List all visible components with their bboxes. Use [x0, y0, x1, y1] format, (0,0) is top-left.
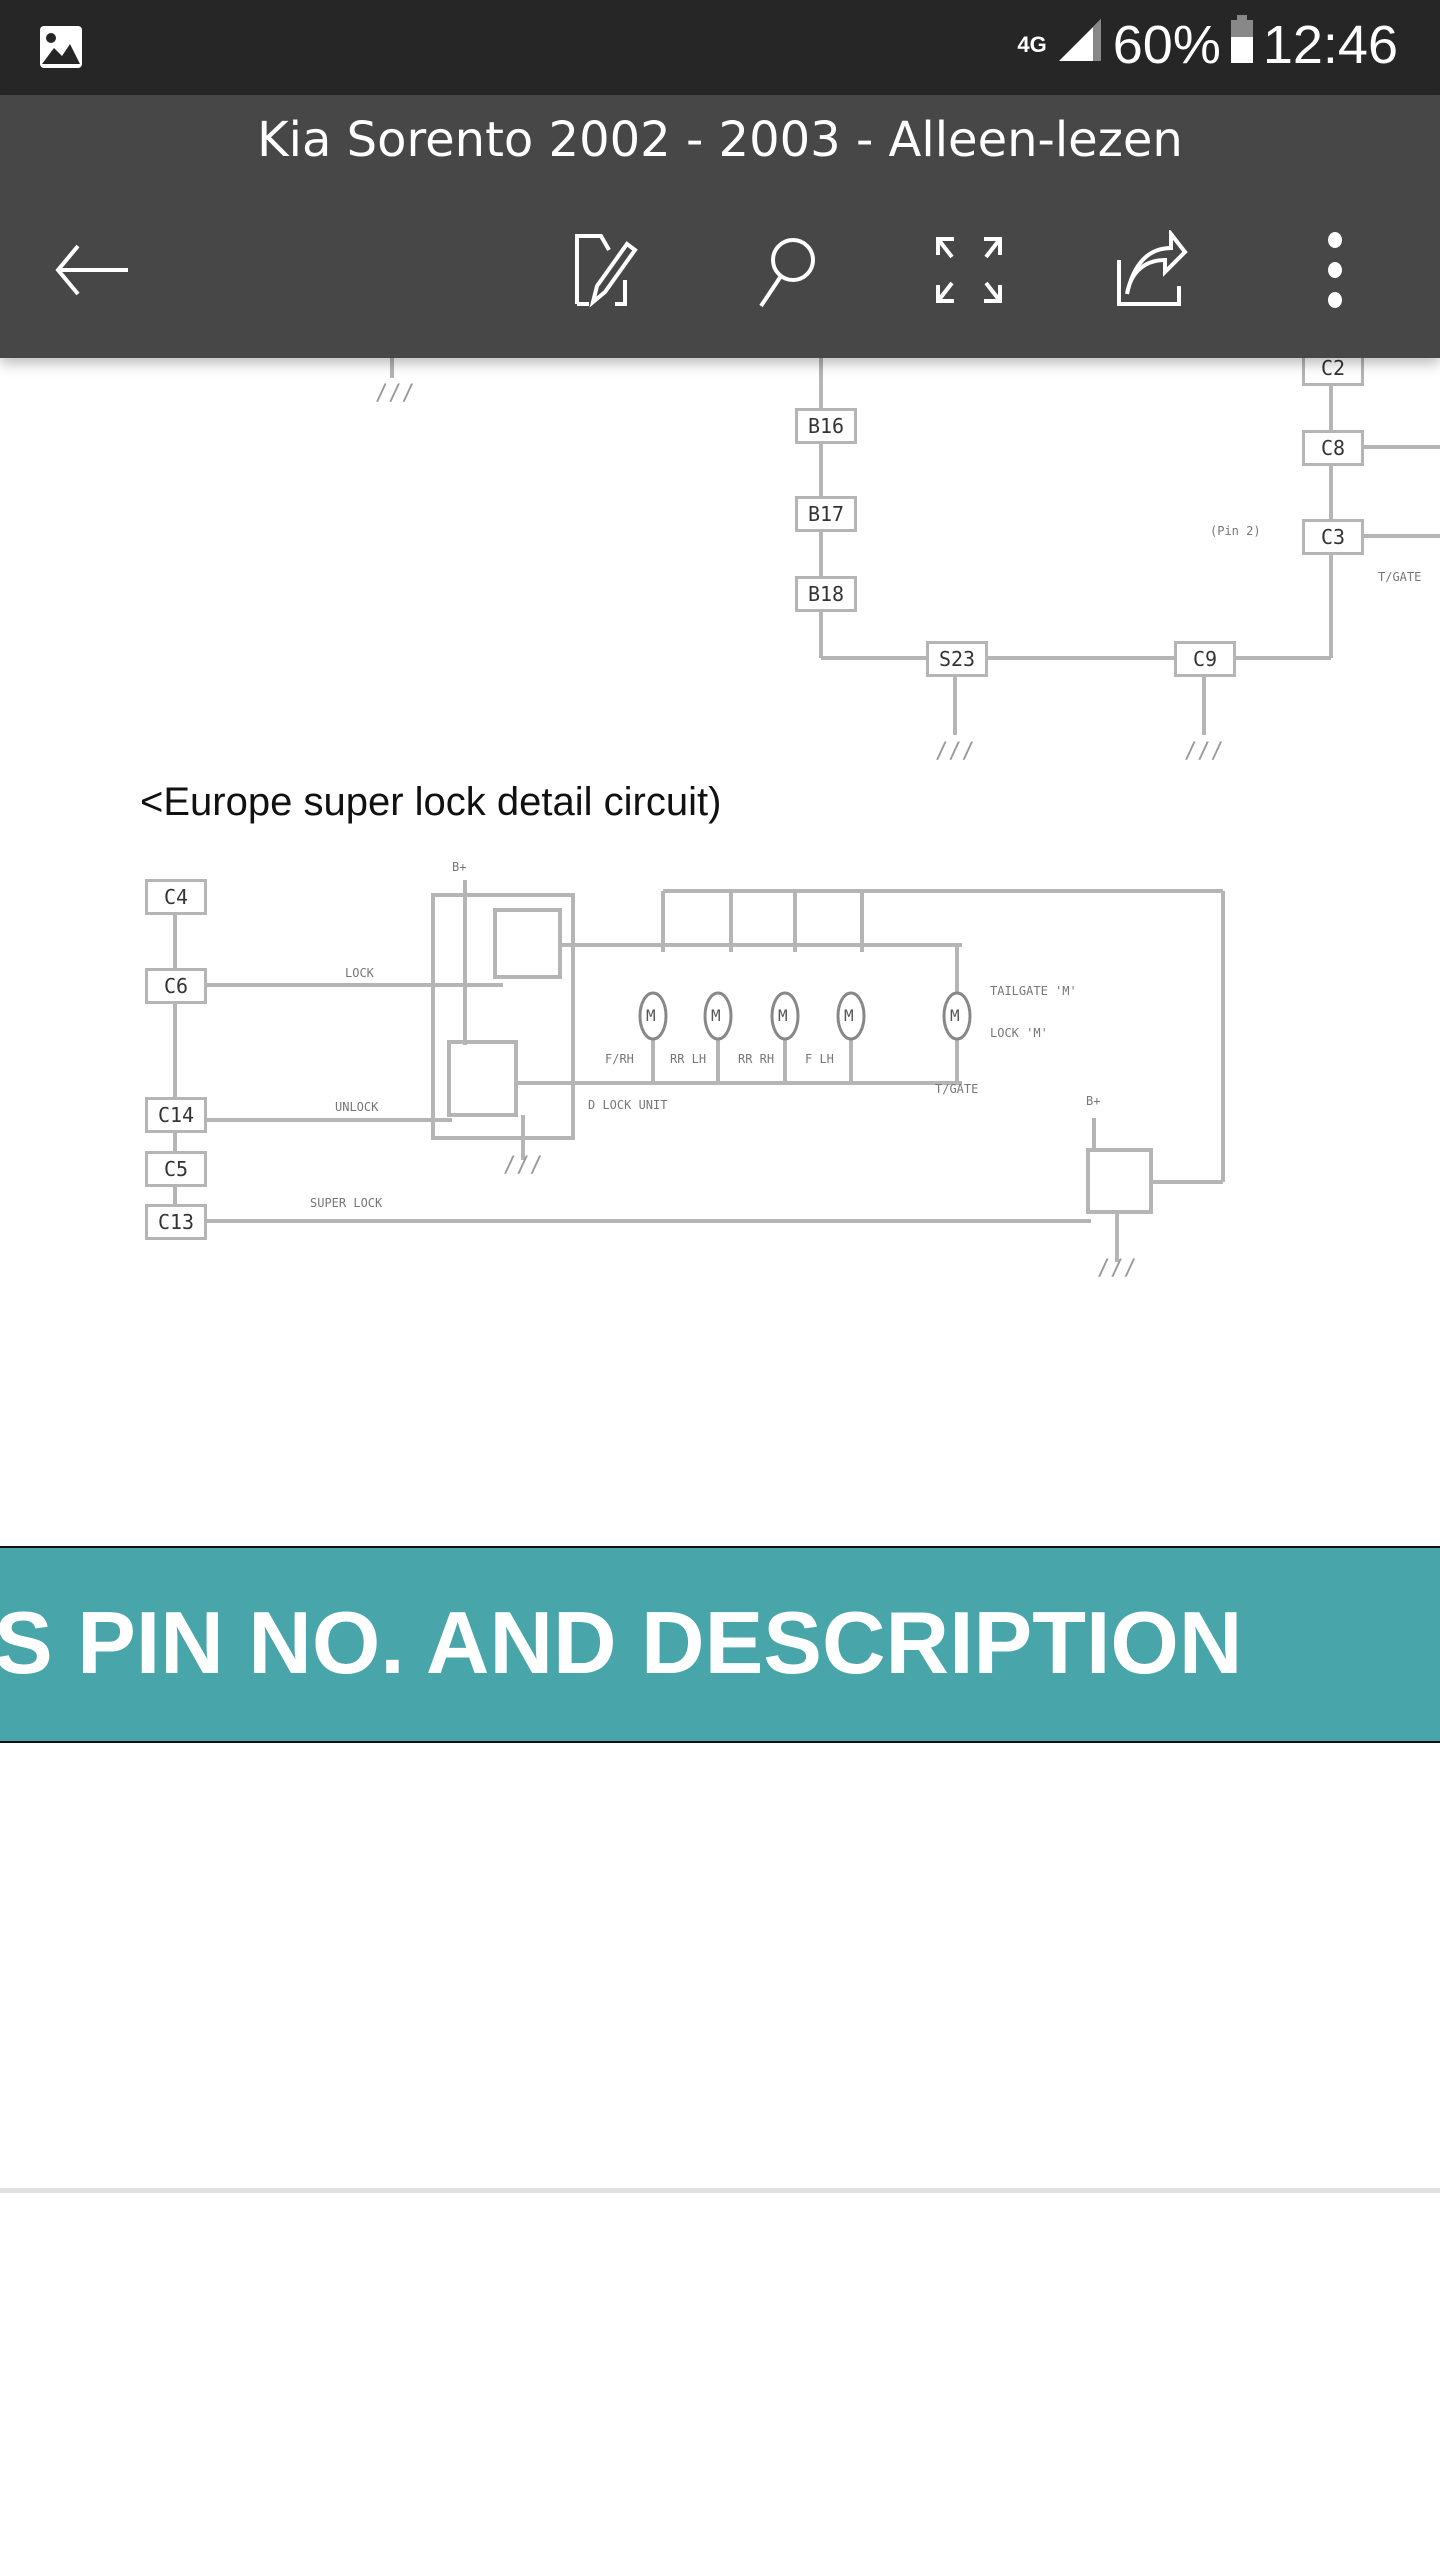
- ground-symbol: ///: [935, 739, 975, 764]
- share-icon: [1117, 230, 1188, 306]
- fullscreen-icon: [936, 237, 1002, 303]
- ground-symbol: ///: [375, 381, 415, 406]
- motor-icon: M: [646, 1006, 656, 1025]
- clock: 12:46: [1262, 15, 1398, 75]
- network-type: 4G: [1017, 32, 1047, 57]
- motor-icon: M: [711, 1006, 721, 1025]
- share-button[interactable]: [1108, 225, 1198, 315]
- motor-label: RR RH: [738, 1052, 775, 1066]
- connector-box: B16: [795, 408, 857, 444]
- back-button[interactable]: [47, 225, 137, 315]
- lock-motor-label: LOCK 'M': [990, 1026, 1048, 1040]
- motor-label: RR LH: [670, 1052, 707, 1066]
- bplus-label: B+: [452, 860, 467, 874]
- connector-box: C5: [145, 1151, 207, 1187]
- connector-box: C8: [1302, 430, 1364, 466]
- search-button[interactable]: [740, 225, 830, 315]
- fullscreen-button[interactable]: [924, 225, 1014, 315]
- motor-icon: M: [778, 1006, 788, 1025]
- status-bar: 4G 60% 12:46: [0, 0, 1440, 95]
- diagram-heading: <Europe super lock detail circuit): [140, 780, 722, 824]
- page-divider: [0, 2188, 1440, 2193]
- banner-title: S PIN NO. AND DESCRIPTION: [0, 1593, 1243, 1692]
- bplus-label: B+: [1086, 1094, 1101, 1108]
- edit-button[interactable]: [560, 225, 650, 315]
- ground-symbol: ///: [1097, 1256, 1137, 1281]
- motor-icon: M: [950, 1006, 960, 1025]
- connector-box: C4: [145, 879, 207, 915]
- connector-box: C9: [1174, 641, 1236, 677]
- tailgate-label: TAILGATE 'M': [990, 984, 1077, 998]
- motor-label: F LH: [805, 1052, 834, 1066]
- section-banner: S PIN NO. AND DESCRIPTION: [0, 1546, 1440, 1743]
- document-title: Kia Sorento 2002 - 2003 - Alleen-lezen: [257, 112, 1183, 168]
- battery-icon: [1230, 14, 1253, 76]
- side-label: T/GATE: [1378, 570, 1422, 584]
- ground-symbol: ///: [1184, 739, 1224, 764]
- lock-label: LOCK: [345, 966, 374, 980]
- pin-label: (Pin 2): [1210, 524, 1261, 538]
- motor-label: F/RH: [605, 1052, 634, 1066]
- super-lock-label: SUPER LOCK: [310, 1196, 383, 1210]
- more-options-button[interactable]: [1290, 225, 1380, 315]
- connector-box: S23: [926, 641, 988, 677]
- tgate-label: T/GATE: [935, 1082, 979, 1096]
- connector-box: B17: [795, 496, 857, 532]
- connector-box: C14: [145, 1097, 207, 1133]
- unit-label: D LOCK UNIT: [588, 1098, 668, 1112]
- motor-icon: M: [844, 1006, 854, 1025]
- connector-box: B18: [795, 576, 857, 612]
- ground-symbol: ///: [503, 1153, 543, 1178]
- image-icon: [38, 24, 84, 74]
- app-toolbar: Kia Sorento 2002 - 2003 - Alleen-lezen: [0, 95, 1440, 358]
- battery-percent: 60%: [1112, 15, 1221, 75]
- edit-icon: [575, 234, 638, 308]
- more-icon: [1328, 232, 1342, 308]
- search-icon: [759, 238, 815, 308]
- connector-box: C13: [145, 1204, 207, 1240]
- connector-box: C3: [1302, 519, 1364, 555]
- signal-icon: [1057, 14, 1103, 76]
- back-arrow-icon: [55, 244, 128, 296]
- connector-box: C6: [145, 968, 207, 1004]
- unlock-label: UNLOCK: [335, 1100, 379, 1114]
